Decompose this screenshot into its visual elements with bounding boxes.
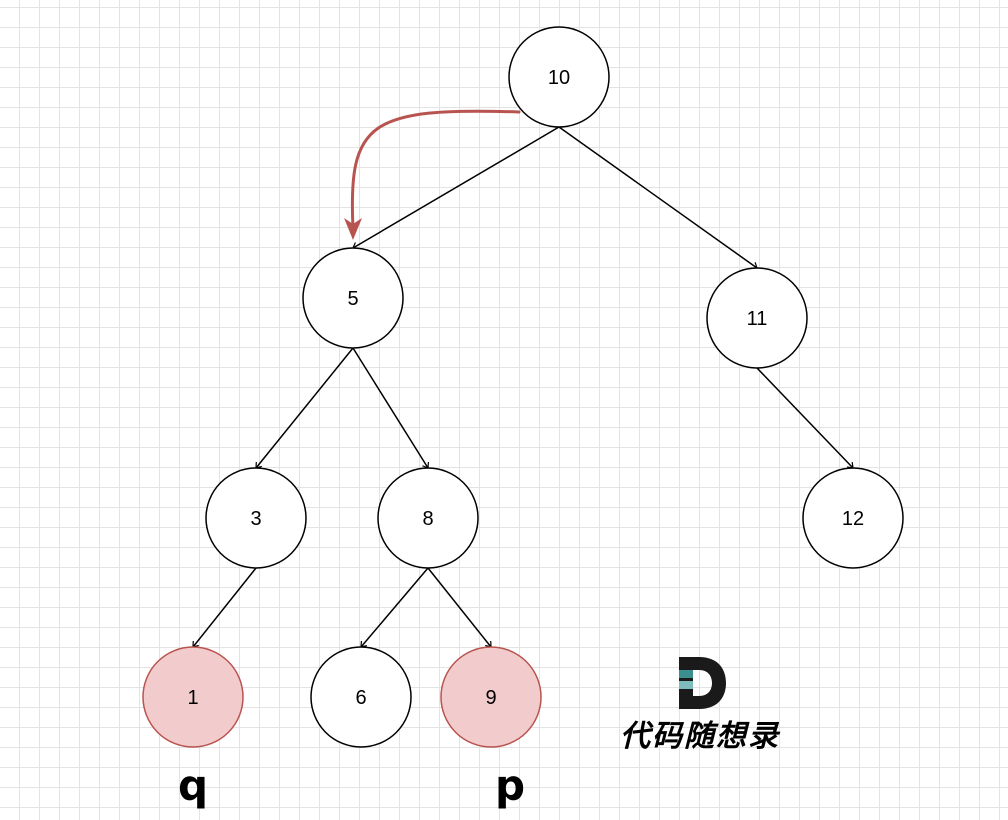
traversal-arrow [344,109,521,240]
edge-5-8 [352,347,430,469]
traversal-arrow-layer [344,109,521,240]
node-label: 10 [548,67,570,89]
edge-5-3 [255,347,354,469]
logo-d-icon [679,657,726,709]
node-label: 12 [842,508,864,530]
node-label: 8 [422,508,433,530]
tree-node-1: 1 [142,646,244,748]
edge-10-5 [352,126,560,250]
node-circle [706,267,808,369]
tree-node-3: 3 [205,467,307,569]
node-circle [142,646,244,748]
node-label: 9 [485,687,496,709]
node-label: 1 [187,687,198,709]
edge-3-1 [192,567,257,648]
logo-teal-stripe-top [679,670,693,678]
tree-node-10: 10 [508,26,610,128]
edge-10-11 [558,126,758,269]
brand-logo: 代码随想录 [620,657,781,754]
tree-node-6: 6 [310,646,412,748]
node-circle [802,467,904,569]
tree-node-9: 9 [440,646,542,748]
node-label: 6 [355,687,366,709]
label-q: q [178,761,208,810]
edge-8-6 [360,567,429,648]
label-p: p [495,761,525,810]
tree-node-8: 8 [377,467,479,569]
tree-node-12: 12 [802,467,904,569]
node-circle [302,247,404,349]
node-label: 3 [250,508,261,530]
logo-teal-stripe-bottom [679,681,693,689]
node-circle [310,646,412,748]
arrow-head-icon [344,218,362,240]
edge-11-12 [756,367,854,469]
edges-layer [192,126,854,648]
node-circle [377,467,479,569]
node-circle [440,646,542,748]
brand-text: 代码随想录 [620,719,781,754]
node-circle [205,467,307,569]
edge-8-9 [427,567,492,648]
node-label: 11 [747,308,768,330]
tree-node-5: 5 [302,247,404,349]
tree-node-11: 11 [706,267,808,369]
node-circle [508,26,610,128]
node-label: 5 [347,288,358,310]
